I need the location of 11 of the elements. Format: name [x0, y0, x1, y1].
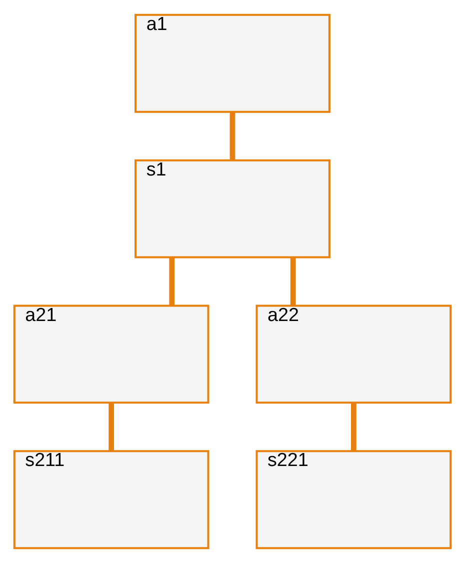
connector [350, 402, 356, 450]
node-box: s211 [12, 450, 209, 549]
node-box: a21 [12, 304, 209, 404]
connector [290, 257, 296, 305]
node-box: a22 [255, 304, 452, 404]
node-box: s221 [255, 450, 452, 549]
connector [108, 402, 114, 450]
connector [229, 112, 235, 160]
connector [168, 257, 174, 305]
node-box: a1 [134, 13, 330, 112]
node-box: s1 [134, 158, 330, 258]
